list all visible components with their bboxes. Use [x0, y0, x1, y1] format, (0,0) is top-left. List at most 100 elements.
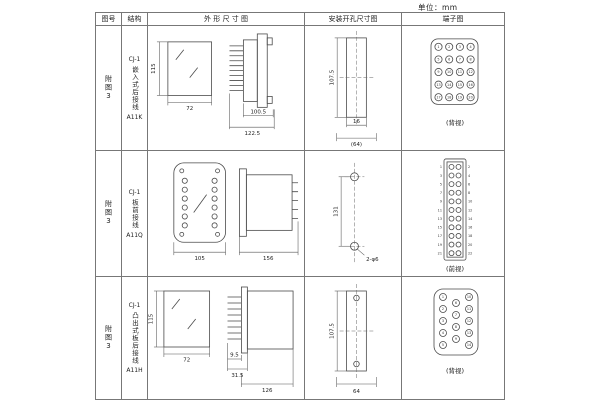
- structure-cell-3: CJ-1 凸出式板后接线 A11H: [122, 277, 148, 399]
- outline-cell-3: 115 72 9.5 31.5 126: [148, 277, 305, 399]
- svg-text:19: 19: [438, 243, 442, 247]
- structure-label: 板前接线: [130, 198, 139, 229]
- svg-text:4: 4: [468, 174, 470, 178]
- svg-text:10: 10: [447, 70, 451, 74]
- svg-text:11: 11: [458, 70, 462, 74]
- svg-text:9: 9: [437, 70, 439, 74]
- dimension-lines: [156, 41, 275, 130]
- mounting-cell-2: 131 2-φ6: [305, 151, 402, 277]
- svg-text:14: 14: [467, 343, 471, 347]
- mounting-hole-drawing-a11k: 107.5 16 (64): [330, 30, 377, 148]
- dim-depth: 126: [262, 388, 273, 394]
- header-fig: 图号: [96, 13, 122, 26]
- mounting-hole-drawing-a11q: 131 2-φ6: [334, 162, 379, 263]
- relay-front-and-side-view: [163, 286, 294, 354]
- mounting-cell-3: 107.5 64: [305, 277, 402, 399]
- svg-text:13: 13: [438, 217, 442, 221]
- dim-spacing: (64): [351, 142, 362, 148]
- svg-text:8: 8: [470, 58, 472, 62]
- dim-width: 72: [183, 357, 190, 363]
- fig-label: 附图3: [104, 74, 113, 102]
- svg-text:12: 12: [468, 70, 472, 74]
- outline-cell-2: 105 156: [148, 151, 305, 277]
- dim-slot: 16: [353, 119, 360, 125]
- svg-text:2: 2: [468, 165, 470, 169]
- svg-text:13: 13: [467, 331, 471, 335]
- svg-text:17: 17: [438, 234, 442, 238]
- fig-cell-1: 附图3: [96, 26, 122, 151]
- svg-text:9: 9: [455, 337, 457, 341]
- svg-text:22: 22: [468, 251, 472, 255]
- dim-width: 72: [186, 106, 193, 112]
- svg-text:1: 1: [437, 45, 439, 49]
- mounting-hole-drawing-a11h: 107.5 64: [330, 284, 377, 395]
- view-label: (背视): [446, 366, 464, 375]
- model-label: CJ-1: [128, 188, 141, 196]
- header-structure: 结构: [122, 13, 148, 26]
- svg-text:18: 18: [447, 95, 451, 99]
- outline-drawing-a11q: 105 156: [173, 162, 299, 262]
- svg-text:7: 7: [455, 313, 457, 317]
- svg-text:21: 21: [438, 251, 442, 255]
- dim-spacing: 64: [353, 389, 360, 395]
- svg-text:2: 2: [448, 45, 450, 49]
- svg-text:15: 15: [458, 83, 462, 87]
- structure-cell-1: CJ-1 嵌入式后接线 A11K: [122, 26, 148, 151]
- header-terminal: 端子图: [402, 13, 504, 26]
- dimension-lines: [153, 290, 294, 387]
- svg-text:5: 5: [442, 343, 444, 347]
- svg-text:19: 19: [458, 95, 462, 99]
- code-label: A11K: [126, 113, 143, 121]
- spec-table: 图号 结构 外 形 尺 寸 图 安装开孔尺寸图 端子图 附图3 CJ-1 嵌入式…: [95, 12, 505, 400]
- dimension-lines: [173, 221, 299, 256]
- svg-text:13: 13: [436, 83, 440, 87]
- dim-depth1: 100.5: [250, 109, 266, 115]
- dim-hole-height: 107.5: [330, 70, 336, 86]
- svg-text:2: 2: [442, 307, 444, 311]
- model-label: CJ-1: [128, 301, 141, 309]
- dim-hole-height: 107.5: [330, 323, 336, 339]
- svg-text:9: 9: [440, 200, 442, 204]
- svg-text:20: 20: [468, 95, 472, 99]
- svg-text:3: 3: [440, 174, 442, 178]
- fig-label: 附图3: [104, 324, 113, 352]
- dim-hole-spacing: 131: [334, 206, 340, 216]
- svg-text:5: 5: [440, 182, 442, 186]
- fig-cell-3: 附图3: [96, 277, 122, 399]
- svg-text:18: 18: [468, 234, 472, 238]
- svg-text:14: 14: [447, 83, 451, 87]
- svg-text:17: 17: [436, 95, 440, 99]
- dim-hole-size: 2-φ6: [366, 257, 379, 263]
- dim-height: 115: [151, 63, 157, 73]
- svg-text:1: 1: [440, 165, 442, 169]
- svg-text:6: 6: [468, 182, 470, 186]
- dim-offset: 31.5: [231, 373, 243, 379]
- code-label: A11Q: [126, 231, 143, 239]
- view-label: (背视): [446, 118, 464, 127]
- svg-text:14: 14: [468, 217, 472, 221]
- svg-text:8: 8: [455, 325, 457, 329]
- svg-text:6: 6: [448, 58, 450, 62]
- svg-text:8: 8: [468, 191, 470, 195]
- svg-text:20: 20: [468, 243, 472, 247]
- svg-text:11: 11: [438, 208, 442, 212]
- svg-text:5: 5: [437, 58, 439, 62]
- svg-text:10: 10: [467, 295, 471, 299]
- header-outline: 外 形 尺 寸 图: [148, 13, 305, 26]
- code-label: A11H: [126, 367, 143, 375]
- dim-depth: 156: [263, 256, 274, 262]
- relay-front-and-side-view: [173, 162, 299, 243]
- view-label: (前视): [446, 264, 464, 273]
- svg-text:15: 15: [438, 226, 442, 230]
- mounting-cell-1: 107.5 16 (64): [305, 26, 402, 151]
- unit-label: 单位：mm: [418, 3, 458, 12]
- model-label: CJ-1: [128, 55, 141, 63]
- relay-front-view: [167, 33, 273, 108]
- svg-text:4: 4: [442, 331, 444, 335]
- svg-text:7: 7: [459, 58, 461, 62]
